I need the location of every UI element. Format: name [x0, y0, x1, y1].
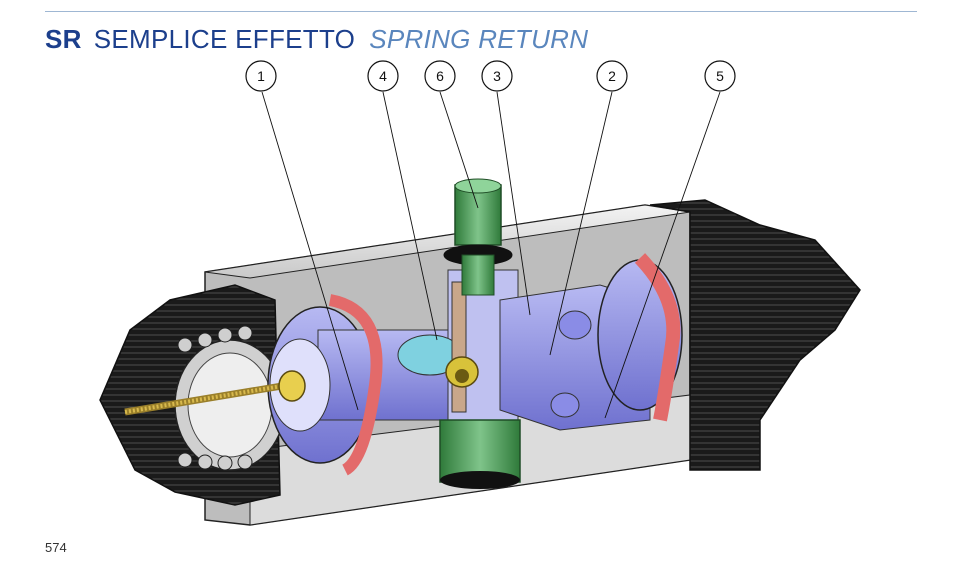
left-end-cap: [99, 284, 286, 506]
right-end-cap: [649, 199, 861, 471]
header-rule: [45, 11, 917, 12]
piston-seal-right: [634, 253, 681, 422]
callout-label-5: 5: [716, 68, 724, 84]
series-code: SR: [45, 24, 82, 54]
title-italian: SEMPLICE EFFETTO: [93, 24, 356, 54]
callout-5: 5: [704, 60, 736, 92]
spring-left: [177, 325, 253, 471]
callout-label-6: 6: [436, 68, 444, 84]
page-number: 574: [45, 540, 67, 555]
callout-label-1: 1: [257, 68, 265, 84]
callout-4: 4: [367, 60, 399, 92]
callout-1: 1: [245, 60, 277, 92]
callout-label-2: 2: [608, 68, 616, 84]
piston-seal-left: [328, 294, 383, 476]
leader-lines: [261, 91, 721, 419]
adjusting-screw: [124, 370, 306, 416]
callout-label-4: 4: [379, 68, 387, 84]
callout-6: 6: [424, 60, 456, 92]
callout-2: 2: [596, 60, 628, 92]
callout-label-3: 3: [493, 68, 501, 84]
callout-3: 3: [481, 60, 513, 92]
title-english: SPRING RETURN: [369, 24, 589, 54]
output-shaft: [439, 178, 521, 489]
page-title: SR SEMPLICE EFFETTO SPRING RETURN: [45, 22, 588, 56]
